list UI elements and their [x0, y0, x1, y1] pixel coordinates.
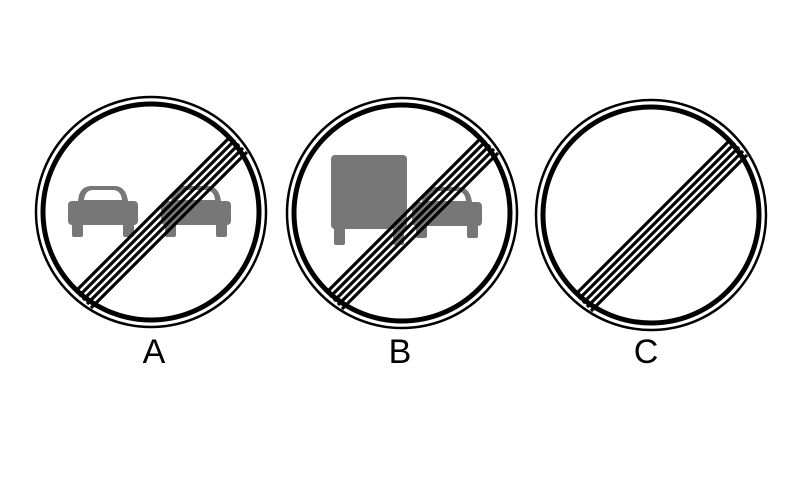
inner-ring	[540, 104, 762, 326]
sign-b-graphic	[285, 96, 519, 330]
sign-c	[533, 97, 769, 333]
sign-a-graphic	[34, 95, 268, 329]
sign-b	[284, 95, 520, 331]
sign-c-graphic	[534, 98, 768, 332]
car-icon	[68, 186, 138, 237]
sign-b-label: B	[388, 333, 412, 371]
sign-c-label: C	[633, 333, 659, 371]
sign-a	[33, 94, 269, 330]
inner-ring	[40, 101, 262, 323]
sign-a-label: A	[142, 333, 166, 371]
